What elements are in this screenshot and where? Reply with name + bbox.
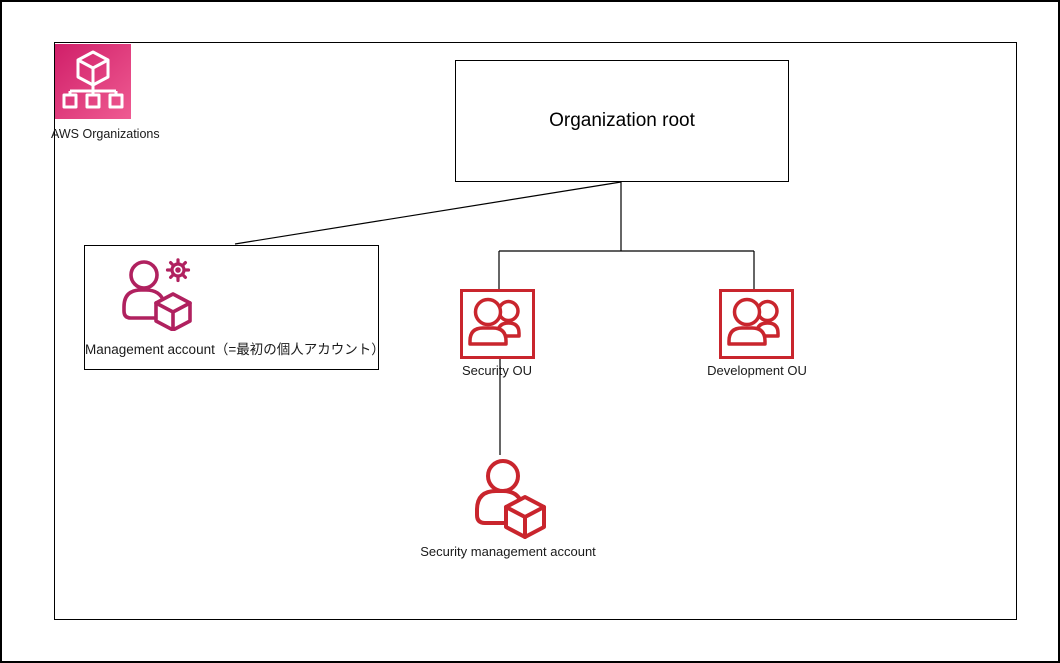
security-management-account-label: Security management account — [420, 544, 596, 559]
front-user-body — [468, 326, 508, 346]
node-organization-root: Organization root — [455, 60, 789, 182]
user-with-gear-and-cube-icon — [122, 258, 192, 331]
node-security-ou — [460, 289, 535, 359]
front-user-head — [732, 297, 762, 327]
gear-icon — [165, 258, 191, 283]
user-with-cube-icon — [475, 459, 546, 539]
front-user-body — [727, 326, 767, 346]
user-body — [475, 489, 524, 525]
node-development-ou — [719, 289, 794, 359]
aws-organizations-glyph — [62, 50, 124, 109]
user-head — [129, 260, 159, 290]
security-ou-label: Security OU — [461, 363, 533, 378]
development-ou-label: Development OU — [707, 363, 807, 378]
organization-root-label: Organization root — [549, 110, 695, 131]
organization-boundary-rect — [54, 42, 1017, 620]
aws-organizations-label: AWS Organizations — [51, 127, 160, 141]
aws-organizations-icon — [55, 44, 131, 119]
cube-icon — [154, 292, 192, 331]
two-users-icon — [468, 297, 521, 346]
user-head — [486, 459, 520, 493]
management-account-label: Management account（=最初の個人アカウント） — [85, 342, 385, 357]
two-users-icon — [727, 297, 780, 346]
node-management-account: Management account（=最初の個人アカウント） — [84, 245, 385, 370]
cube-icon — [504, 495, 546, 539]
front-user-head — [473, 297, 503, 327]
user-body — [122, 288, 166, 320]
